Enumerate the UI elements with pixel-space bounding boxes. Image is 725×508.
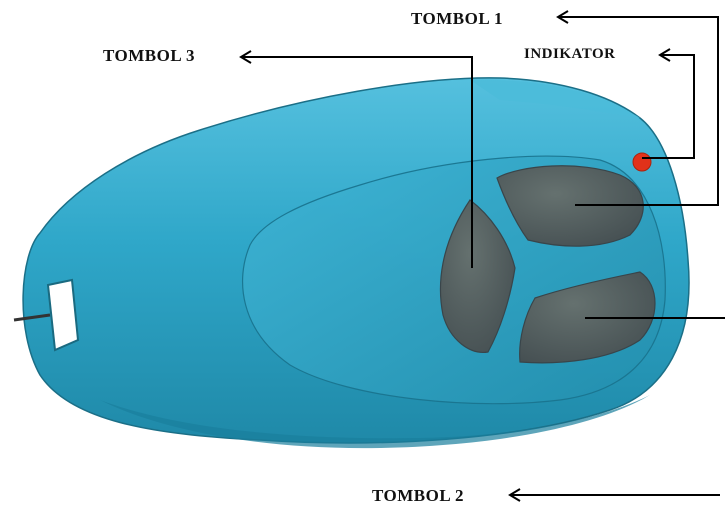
label-tombol-2: TOMBOL 2 xyxy=(372,486,464,506)
label-indikator: INDIKATOR xyxy=(524,46,615,63)
led-indicator-icon xyxy=(633,153,651,171)
remote-body xyxy=(23,78,689,448)
label-tombol-1: TOMBOL 1 xyxy=(411,9,503,29)
label-tombol-3: TOMBOL 3 xyxy=(103,46,195,66)
